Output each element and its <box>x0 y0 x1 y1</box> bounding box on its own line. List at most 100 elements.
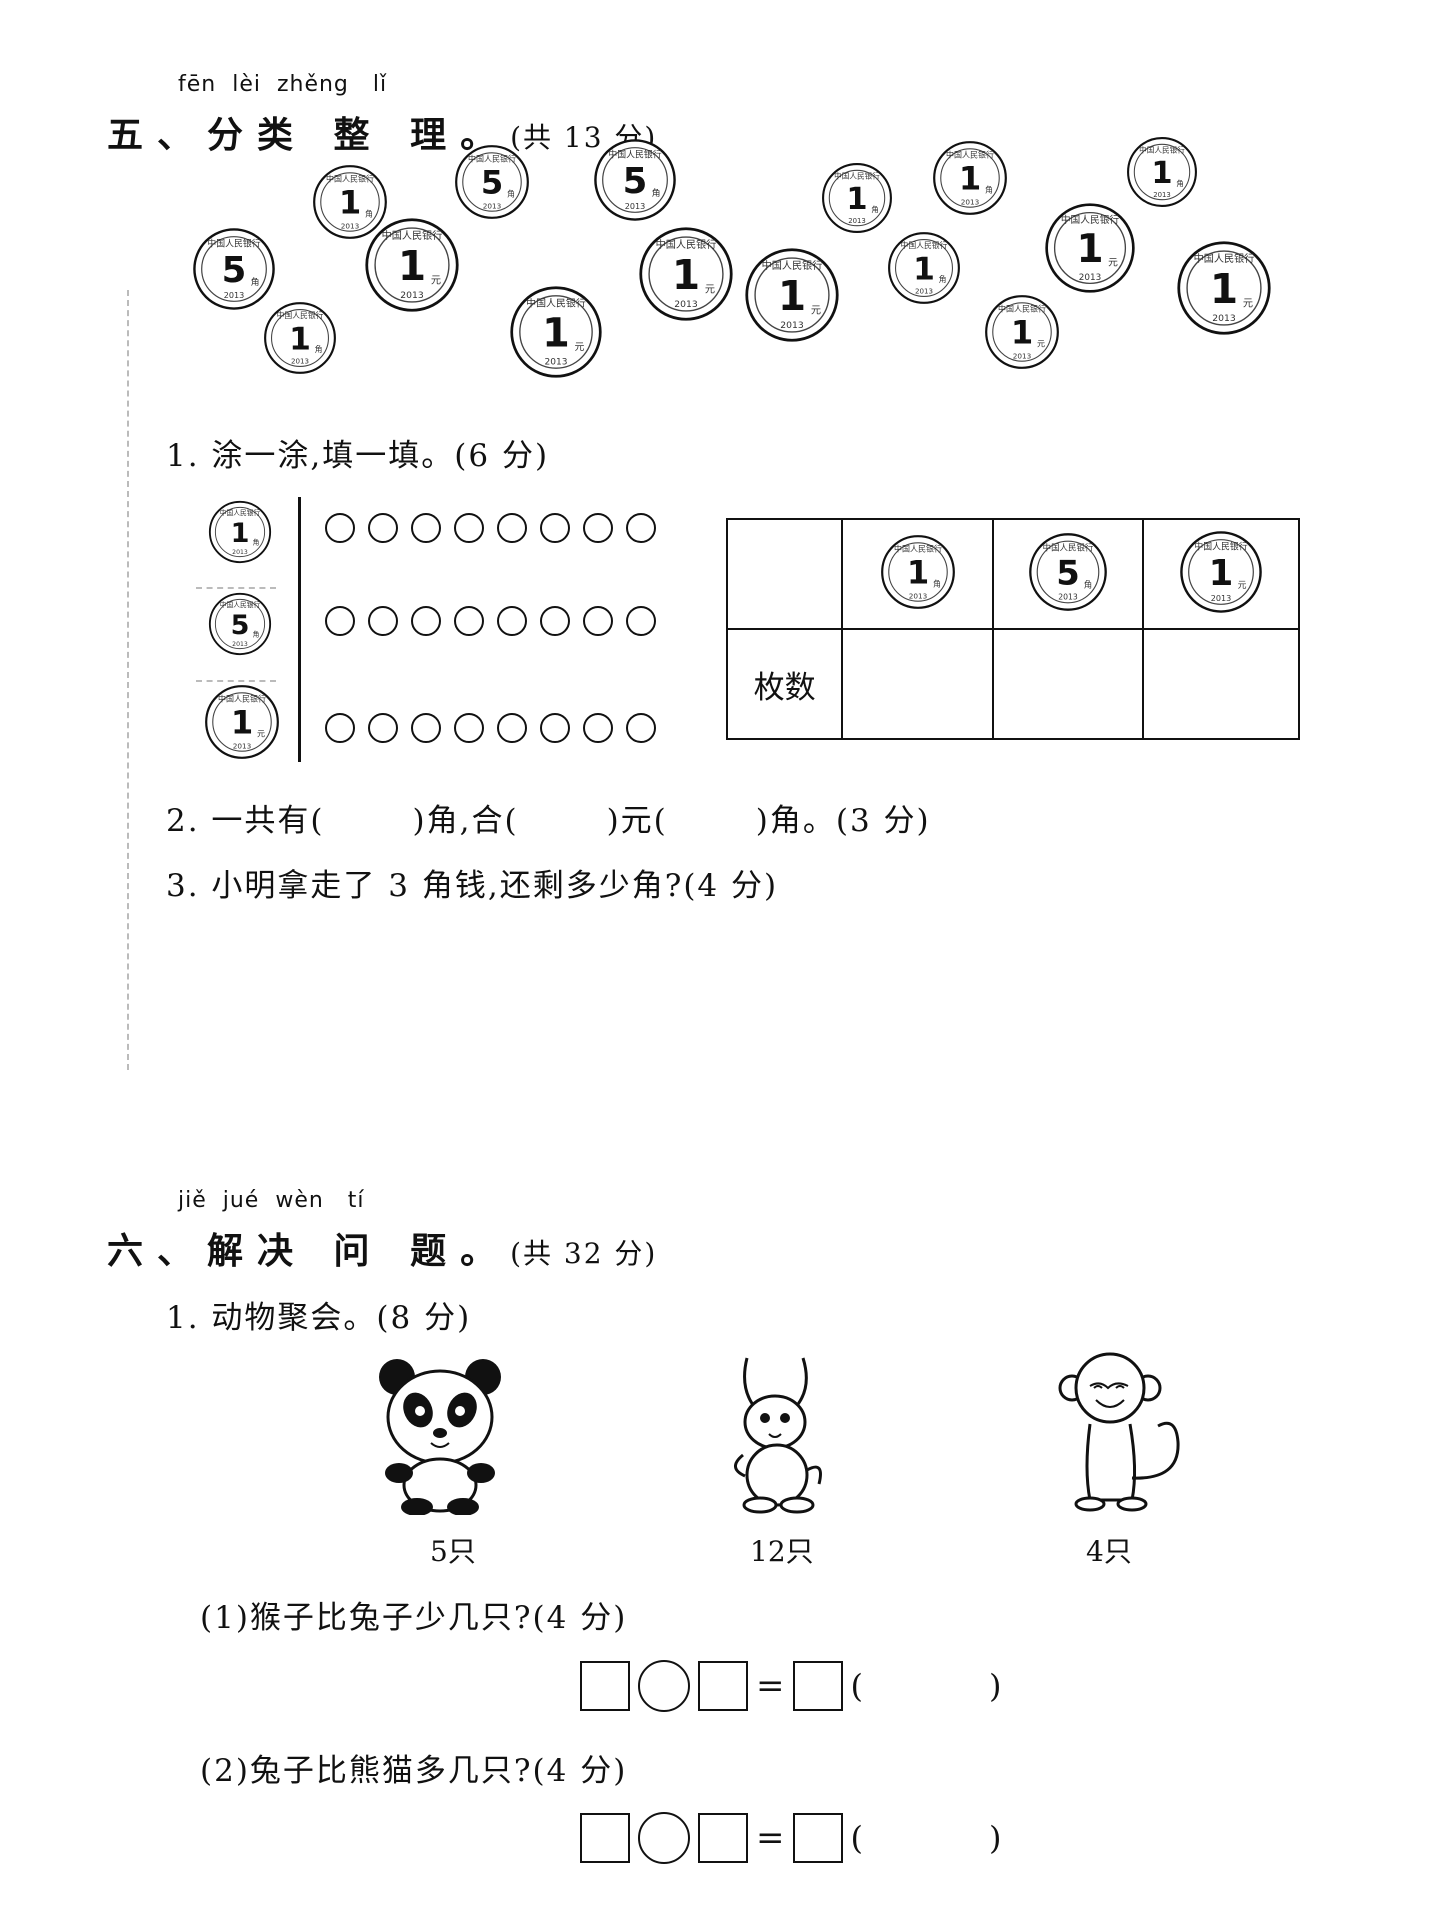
coin-year: 2013 <box>625 202 646 211</box>
coloring-circle[interactable] <box>626 606 656 636</box>
coloring-circle[interactable] <box>325 713 355 743</box>
equation-result-box[interactable] <box>792 1813 843 1863</box>
coloring-circle[interactable] <box>411 606 441 636</box>
coloring-circle[interactable] <box>497 513 527 543</box>
coin-unit: 元 <box>431 275 441 286</box>
coin-year: 2013 <box>545 358 568 368</box>
coloring-circle[interactable] <box>368 606 398 636</box>
coloring-circle[interactable] <box>454 606 484 636</box>
row-divider <box>196 680 276 684</box>
coin-denomination: 1 <box>1151 156 1172 191</box>
coloring-circles-row-1[interactable] <box>325 513 656 543</box>
coloring-circle[interactable] <box>540 713 570 743</box>
coin-denomination: 5 <box>222 250 247 291</box>
equation-operand-box[interactable] <box>698 1813 748 1863</box>
count-cell-1-jiao[interactable] <box>841 628 994 740</box>
coin-denomination: 1 <box>906 554 928 592</box>
section6-title: 六、解决 问 题。 <box>107 1231 511 1272</box>
coin-unit: 角 <box>652 187 661 199</box>
coin-unit: 角 <box>365 209 373 219</box>
coin-denomination: 5 <box>481 164 503 202</box>
coin-year: 2013 <box>291 357 309 366</box>
coloring-circle[interactable] <box>540 513 570 543</box>
coloring-circle[interactable] <box>583 713 613 743</box>
coin-year: 2013 <box>908 591 927 600</box>
coloring-circle[interactable] <box>325 606 355 636</box>
coin-rim-text: 中国人民银行 <box>998 304 1046 314</box>
coloring-circle[interactable] <box>626 713 656 743</box>
coin-denomination: 1 <box>846 182 867 217</box>
coin-rim-text: 中国人民银行 <box>1194 252 1255 265</box>
coin-rim-text: 中国人民银行 <box>207 237 260 249</box>
coin-denomination: 1 <box>672 251 700 299</box>
equation-2: = ( ) <box>580 1812 1001 1864</box>
count-cell-5-jiao[interactable] <box>991 628 1145 740</box>
coloring-circle[interactable] <box>325 513 355 543</box>
coloring-circle[interactable] <box>497 713 527 743</box>
coin-year: 2013 <box>1212 313 1236 324</box>
equation-operator-circle[interactable] <box>638 1660 690 1712</box>
count-cell-1-yuan[interactable] <box>1142 628 1300 740</box>
coin-unit: 角 <box>1176 178 1184 188</box>
coloring-circle[interactable] <box>454 713 484 743</box>
section5-title: 五、分类 整 理。 <box>107 115 511 156</box>
coin-rim-text: 中国人民银行 <box>468 154 516 164</box>
unit-paren-open: ( <box>850 1667 863 1705</box>
coloring-circle[interactable] <box>411 513 441 543</box>
equation-result-box[interactable] <box>792 1661 843 1711</box>
coin-unit: 元 <box>1243 298 1253 309</box>
coloring-circle[interactable] <box>454 513 484 543</box>
coin-unit: 元 <box>1037 340 1045 349</box>
coloring-circles-row-2[interactable] <box>325 606 656 636</box>
coin-denomination: 1 <box>231 518 250 549</box>
coloring-circle[interactable] <box>540 606 570 636</box>
coin-unit: 元 <box>257 730 265 739</box>
coin-denomination: 1 <box>1209 553 1234 594</box>
subquestion-6-1-1: (1)猴子比兔子少几只?(4 分) <box>200 1600 628 1636</box>
coin-rim-text: 中国人民银行 <box>762 259 823 272</box>
coin-year: 2013 <box>961 197 980 206</box>
equation-operand-box[interactable] <box>580 1661 630 1711</box>
coin-year: 2013 <box>674 299 698 310</box>
coin-unit: 元 <box>1238 581 1247 591</box>
coloring-circle[interactable] <box>368 713 398 743</box>
unit-paren-close: ) <box>988 1667 1002 1705</box>
equation-operand-box[interactable] <box>698 1661 748 1711</box>
coin-denomination: 1 <box>231 704 253 742</box>
coloring-circle[interactable] <box>411 713 441 743</box>
coloring-circle[interactable] <box>368 513 398 543</box>
coloring-circle[interactable] <box>626 513 656 543</box>
coin-unit: 元 <box>1108 258 1118 269</box>
q2-text-1: 2. 一共有( <box>166 803 325 839</box>
equation-operand-box[interactable] <box>580 1813 630 1863</box>
coloring-circles-row-3[interactable] <box>325 713 656 743</box>
coin-year: 2013 <box>1058 593 1078 602</box>
coin-year: 2013 <box>780 320 804 331</box>
coin-unit: 角 <box>939 274 947 284</box>
coin-year: 2013 <box>232 641 248 648</box>
question-5-1: 1. 涂一涂,填一填。(6 分) <box>166 438 550 474</box>
coin-rim-text: 中国人民银行 <box>901 240 948 250</box>
panda-count: 5只 <box>430 1535 476 1568</box>
q2-text-3: )元( <box>606 803 668 839</box>
coloring-circle[interactable] <box>583 606 613 636</box>
section6-pinyin: jiě jué wèn tí <box>178 1188 365 1213</box>
coloring-circle[interactable] <box>583 513 613 543</box>
coloring-circle[interactable] <box>497 606 527 636</box>
coin-rim-text: 中国人民银行 <box>277 310 324 320</box>
monkey-count: 4只 <box>1086 1535 1132 1568</box>
coin-rim-text: 中国人民银行 <box>1139 145 1185 155</box>
coin-unit: 元 <box>575 342 585 353</box>
unit-paren-close: ) <box>988 1819 1002 1857</box>
equation-operator-circle[interactable] <box>638 1812 690 1864</box>
coin-year: 2013 <box>232 549 248 556</box>
